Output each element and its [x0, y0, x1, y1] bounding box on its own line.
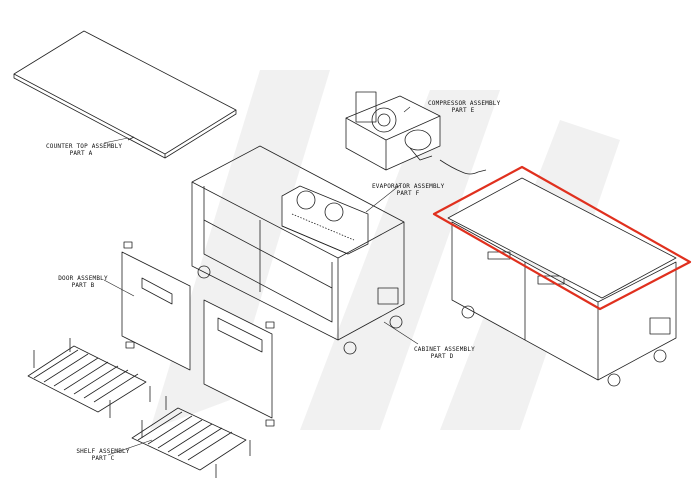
- label-counter-top: COUNTER TOP ASSEMBLY PART A: [46, 143, 123, 157]
- label-compressor: COMPRESSOR ASSEMBLY PART E: [428, 100, 501, 114]
- counter-top-part[interactable]: [13, 30, 237, 159]
- evaporator-part[interactable]: [281, 185, 369, 255]
- assembled-unit[interactable]: [451, 221, 677, 387]
- shelf-part[interactable]: [27, 338, 251, 478]
- label-door: DOOR ASSEMBLY PART B: [58, 275, 108, 289]
- label-evaporator: EVAPORATOR ASSEMBLY PART F: [372, 183, 445, 197]
- highlighted-counter-top: [432, 165, 692, 311]
- cabinet-part[interactable]: [191, 145, 405, 355]
- leader-lines: [103, 106, 419, 456]
- label-shelf: SHELF ASSEMBLY PART C: [76, 448, 130, 462]
- label-cabinet: CABINET ASSEMBLY PART D: [414, 346, 475, 360]
- door-left-part[interactable]: [121, 241, 191, 371]
- door-right-part[interactable]: [203, 299, 275, 427]
- compressor-part[interactable]: [345, 91, 487, 175]
